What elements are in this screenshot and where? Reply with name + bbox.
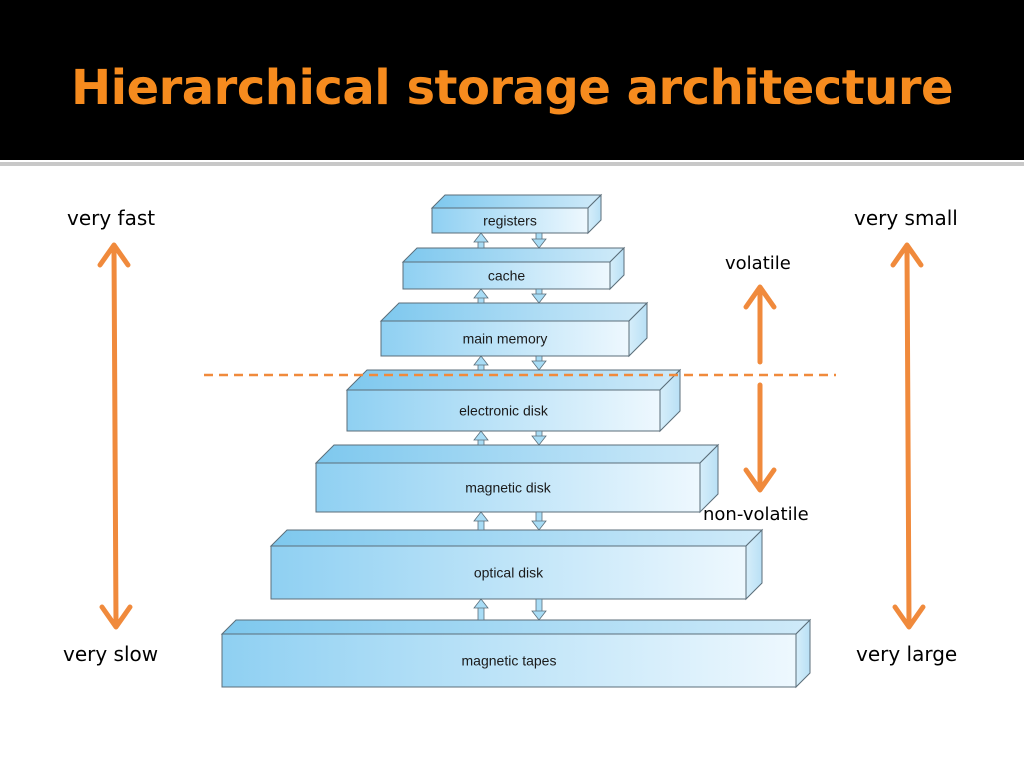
tier-magnetic-disk: magnetic disk	[314, 443, 720, 514]
down-connector-arrow	[531, 511, 547, 531]
tier-main-memory: main memory	[379, 301, 649, 358]
tier-cache: cache	[401, 246, 626, 291]
title-divider	[0, 162, 1024, 166]
tier-label: cache	[488, 268, 526, 284]
label-very-large: very large	[856, 642, 958, 666]
down-connector-arrow	[531, 430, 547, 446]
speed-arrow	[97, 242, 133, 630]
tier-label: electronic disk	[459, 403, 549, 419]
up-connector-arrow	[473, 232, 489, 249]
up-connector-arrow	[473, 288, 489, 304]
tier-label: magnetic disk	[465, 480, 552, 496]
down-connector-arrow	[531, 598, 547, 621]
tier-label: main memory	[463, 331, 548, 347]
size-speed-arrows	[97, 242, 926, 630]
tier-label: registers	[483, 213, 537, 229]
label-very-fast: very fast	[67, 206, 156, 230]
tier-optical-disk: optical disk	[269, 528, 764, 601]
label-non-volatile: non-volatile	[703, 504, 809, 525]
tier-electronic-disk: electronic disk	[345, 368, 682, 433]
title-bar	[0, 0, 1024, 160]
down-connector-arrow	[531, 288, 547, 304]
tier-label: optical disk	[474, 565, 544, 581]
tier-registers: registers	[430, 193, 603, 235]
tier-label: magnetic tapes	[462, 653, 557, 669]
label-very-small: very small	[854, 206, 958, 230]
tier-magnetic-tapes: magnetic tapes	[220, 618, 812, 689]
up-connector-arrow	[473, 355, 489, 371]
down-connector-arrow	[531, 232, 547, 249]
label-volatile: volatile	[725, 253, 791, 274]
up-connector-arrow	[473, 511, 489, 531]
connector-group	[473, 232, 547, 621]
volatility-arrow	[743, 284, 777, 493]
label-very-slow: very slow	[63, 642, 159, 666]
tier-group: registers cache main memory electronic disk…	[220, 193, 812, 689]
size-arrow	[890, 242, 926, 630]
up-connector-arrow	[473, 430, 489, 446]
down-connector-arrow	[531, 355, 547, 371]
up-connector-arrow	[473, 598, 489, 621]
slide-title: Hierarchical storage architecture	[70, 60, 954, 116]
